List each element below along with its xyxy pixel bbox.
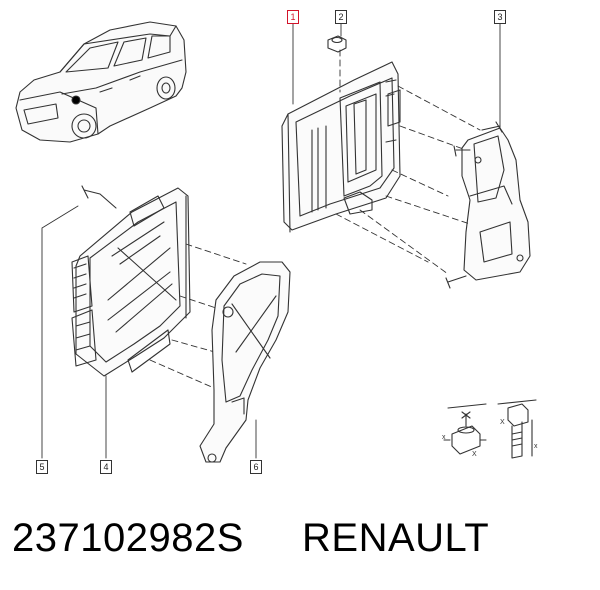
- svg-text:X: X: [500, 419, 505, 426]
- callout-6[interactable]: 6: [250, 460, 262, 474]
- ecu-icon: [71, 187, 191, 377]
- bracket-icon: [199, 261, 291, 463]
- svg-text:x: x: [534, 443, 538, 450]
- torque-bolt-icon: X x: [497, 399, 538, 459]
- car-icon: [15, 21, 187, 143]
- bolt-icon: [445, 121, 503, 289]
- part-number: 237102982S: [12, 516, 244, 560]
- ecu-icon: [281, 61, 401, 233]
- bolt-icon: [81, 185, 117, 209]
- brand-name: RENAULT: [302, 516, 490, 560]
- svg-text:X: X: [472, 451, 477, 458]
- callout-4[interactable]: 4: [100, 460, 112, 474]
- torque-nut-icon: x X: [442, 403, 487, 458]
- bracket-icon: [461, 127, 531, 281]
- nut-icon: [327, 35, 347, 53]
- callout-3[interactable]: 3: [494, 10, 506, 24]
- svg-text:x: x: [442, 434, 446, 441]
- callout-5[interactable]: 5: [36, 460, 48, 474]
- callout-2[interactable]: 2: [335, 10, 347, 24]
- callout-1[interactable]: 1: [287, 10, 299, 24]
